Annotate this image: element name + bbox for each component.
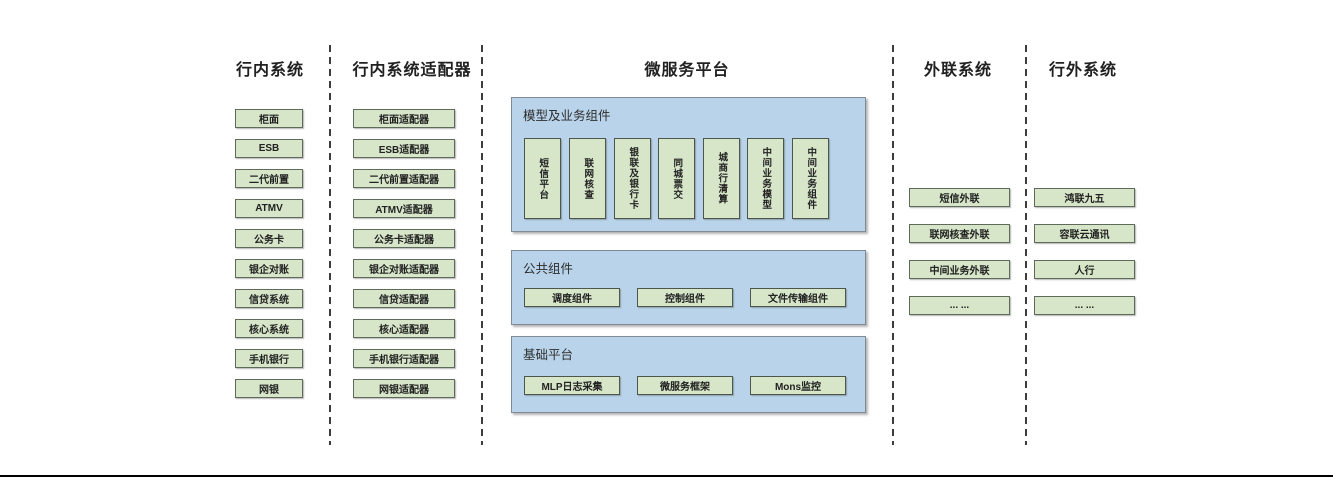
component-intermediate-component: 中间业务组件 — [792, 138, 829, 219]
common-components-group: 公共组件 调度组件 控制组件 文件传输组件 — [511, 250, 866, 325]
adapter-box-wangyin: 网银适配器 — [353, 379, 455, 398]
outbound-box-network-check: 联网核查外联 — [909, 224, 1010, 243]
group-label-model-components: 模型及业务组件 — [523, 109, 611, 123]
column-title-microservice-platform: 微服务平台 — [644, 62, 730, 79]
component-city-bill-exchange: 同城票交 — [658, 138, 695, 219]
column-title-internal-adapters: 行内系统适配器 — [352, 62, 472, 79]
bottom-divider-line — [0, 475, 1333, 477]
external-box-pboc: 人行 — [1034, 260, 1135, 279]
adapter-box-guimian: 柜面适配器 — [353, 109, 455, 128]
external-box-ronglian-cloud: 容联云通讯 — [1034, 224, 1135, 243]
system-box-hexin: 核心系统 — [235, 319, 303, 338]
outbound-box-ellipsis: ... ... — [909, 296, 1010, 315]
adapter-box-esb: ESB适配器 — [353, 139, 455, 158]
component-mlp-log-collection: MLP日志采集 — [524, 376, 620, 395]
adapter-box-xindai: 信贷适配器 — [353, 289, 455, 308]
internal-systems-column: 柜面 ESB 二代前置 ATMV 公务卡 银企对账 信贷系统 核心系统 手机银行… — [235, 109, 303, 398]
adapter-box-gongwuka: 公务卡适配器 — [353, 229, 455, 248]
component-city-bank-clearing: 城商行清算 — [703, 138, 740, 219]
system-box-xindai: 信贷系统 — [235, 289, 303, 308]
component-sms-platform: 短信平台 — [524, 138, 561, 219]
outbound-box-sms: 短信外联 — [909, 188, 1010, 207]
component-scheduling: 调度组件 — [524, 288, 620, 307]
column-title-internal-systems: 行内系统 — [235, 62, 305, 79]
column-title-outbound-systems: 外联系统 — [923, 62, 993, 79]
component-microservice-framework: 微服务框架 — [637, 376, 733, 395]
external-box-ellipsis: ... ... — [1034, 296, 1135, 315]
adapter-box-shoujiyinhang: 手机银行适配器 — [353, 349, 455, 368]
external-systems-column: 鸿联九五 容联云通讯 人行 ... ... — [1034, 188, 1135, 315]
system-box-atmv: ATMV — [235, 199, 303, 218]
adapter-box-atmv: ATMV适配器 — [353, 199, 455, 218]
system-box-esb: ESB — [235, 139, 303, 158]
dashed-separator-2 — [481, 45, 483, 445]
adapter-box-erdaiqianzhi: 二代前置适配器 — [353, 169, 455, 188]
system-box-wangyin: 网银 — [235, 379, 303, 398]
system-box-yinqiduizhang: 银企对账 — [235, 259, 303, 278]
component-intermediate-model: 中间业务模型 — [747, 138, 784, 219]
system-box-shoujiyinhang: 手机银行 — [235, 349, 303, 368]
adapter-box-hexin: 核心适配器 — [353, 319, 455, 338]
dashed-separator-1 — [329, 45, 331, 445]
outbound-systems-column: 短信外联 联网核查外联 中间业务外联 ... ... — [909, 188, 1010, 315]
system-box-guimian: 柜面 — [235, 109, 303, 128]
component-mons-monitoring: Mons监控 — [750, 376, 846, 395]
component-network-check: 联网核查 — [569, 138, 606, 219]
dashed-separator-4 — [1025, 45, 1027, 445]
group-label-common-components: 公共组件 — [523, 262, 574, 276]
system-box-erdaiqianzhi: 二代前置 — [235, 169, 303, 188]
system-box-gongwuka: 公务卡 — [235, 229, 303, 248]
component-unionpay-bankcard: 银联及银行卡 — [614, 138, 651, 219]
adapters-column: 柜面适配器 ESB适配器 二代前置适配器 ATMV适配器 公务卡适配器 银企对账… — [353, 109, 455, 398]
external-box-honglian95: 鸿联九五 — [1034, 188, 1135, 207]
component-file-transfer: 文件传输组件 — [750, 288, 846, 307]
component-control: 控制组件 — [637, 288, 733, 307]
group-label-base-platform: 基础平台 — [523, 348, 574, 362]
model-business-components-group: 模型及业务组件 短信平台 联网核查 银联及银行卡 同城票交 城商行清算 中间业务… — [511, 97, 866, 232]
column-title-external-systems: 行外系统 — [1048, 62, 1118, 79]
adapter-box-yinqiduizhang: 银企对账适配器 — [353, 259, 455, 278]
outbound-box-intermediate-business: 中间业务外联 — [909, 260, 1010, 279]
dashed-separator-3 — [892, 45, 894, 445]
base-platform-group: 基础平台 MLP日志采集 微服务框架 Mons监控 — [511, 336, 866, 413]
